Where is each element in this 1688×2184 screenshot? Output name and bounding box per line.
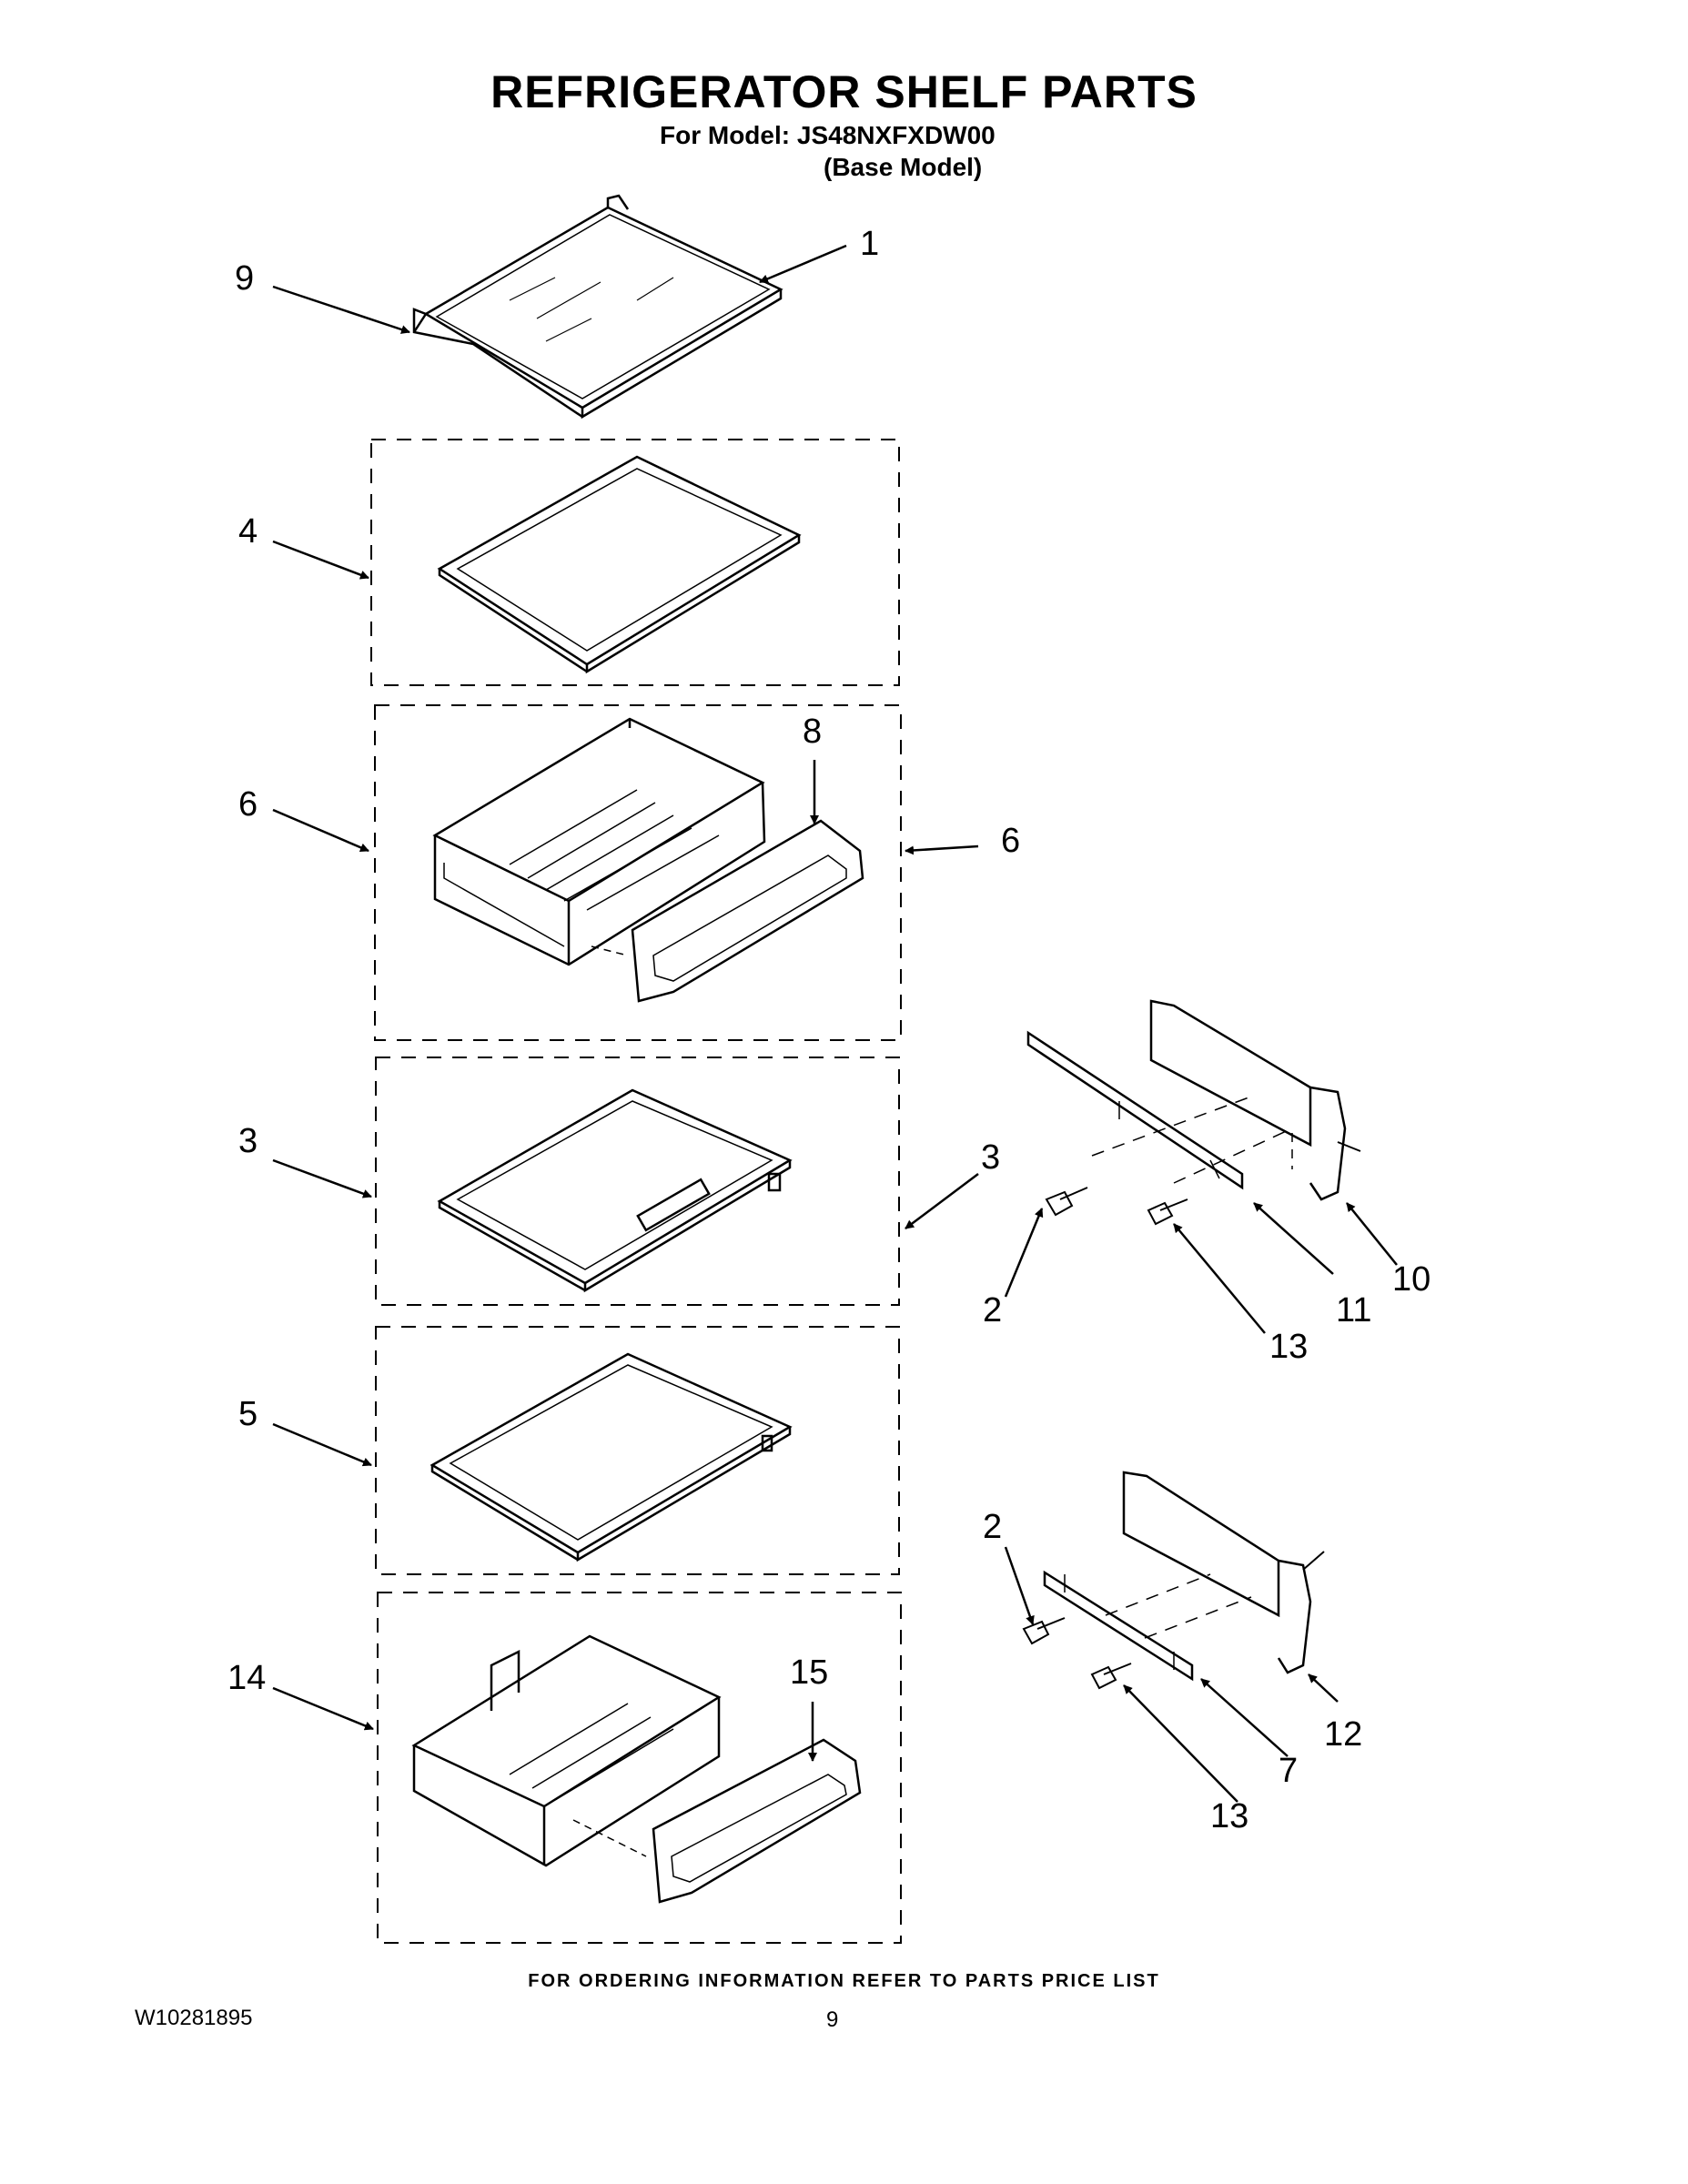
screw-13b-icon (1090, 1663, 1132, 1690)
callout-2-lower: 2 (983, 1508, 1002, 1546)
callout-9: 9 (235, 259, 254, 298)
shelf-5 (430, 1352, 793, 1562)
group-box-3 (375, 1057, 900, 1306)
page-title: REFRIGERATOR SHELF PARTS (490, 66, 1198, 117)
drawer-slide-assembly-lower (1043, 1471, 1312, 1682)
callout-14: 14 (227, 1659, 266, 1697)
crisper-drawer-6 (432, 717, 766, 966)
callout-3-left: 3 (238, 1122, 258, 1160)
shelf-4 (437, 455, 802, 674)
callout-6-right: 6 (1001, 822, 1020, 860)
shelf-3 (437, 1088, 793, 1293)
screw-2b-icon (1022, 1617, 1066, 1645)
document-number: W10281895 (135, 2006, 253, 2030)
crisper-drawer-14 (411, 1634, 722, 1867)
callout-6-left: 6 (238, 785, 258, 824)
page-number: 9 (826, 2007, 839, 2032)
group-box-14 (377, 1592, 902, 1944)
callout-13-lower: 13 (1210, 1797, 1248, 1835)
drawer-front-15 (652, 1738, 862, 1904)
callout-11: 11 (1336, 1291, 1371, 1330)
screw-13a-icon (1147, 1198, 1188, 1226)
callout-13-upper: 13 (1269, 1328, 1308, 1366)
callout-7: 7 (1279, 1752, 1298, 1790)
callout-3-right: 3 (981, 1138, 1000, 1177)
callout-12: 12 (1324, 1715, 1362, 1754)
drawer-front-8 (631, 819, 864, 1003)
callout-5: 5 (238, 1395, 258, 1433)
callout-1: 1 (860, 225, 879, 263)
screw-2a-icon (1045, 1187, 1088, 1217)
ordering-note: FOR ORDERING INFORMATION REFER TO PARTS … (528, 1971, 1160, 1991)
model-line: For Model: JS48NXFXDW00 (660, 121, 996, 149)
callout-8: 8 (803, 713, 822, 751)
callout-2-upper: 2 (983, 1291, 1002, 1330)
group-box-5 (375, 1326, 900, 1575)
callout-15: 15 (790, 1653, 828, 1692)
top-glass-shelf (412, 194, 783, 420)
callout-4: 4 (238, 512, 258, 551)
group-box-4 (370, 439, 900, 686)
drawer-slide-assembly-upper (1026, 999, 1347, 1201)
callout-10: 10 (1392, 1260, 1430, 1299)
group-box-6 (374, 704, 902, 1041)
model-note: (Base Model) (824, 153, 983, 181)
